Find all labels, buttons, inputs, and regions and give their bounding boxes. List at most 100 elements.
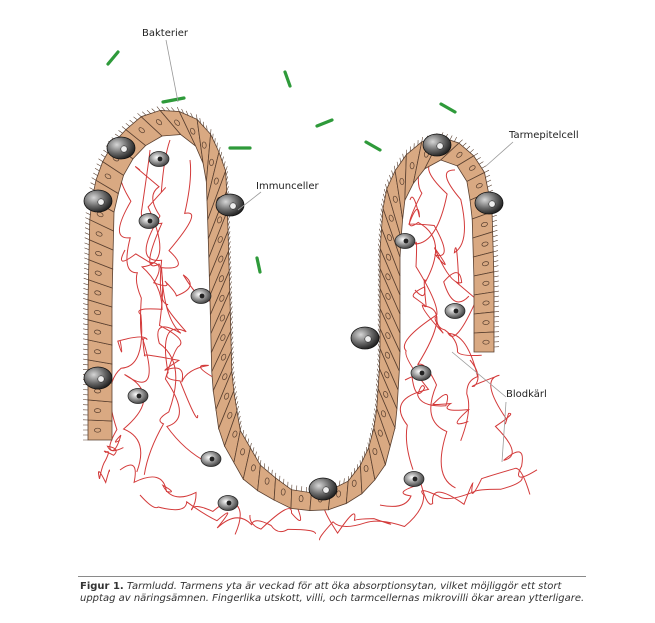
cell-nucleus bbox=[217, 236, 223, 243]
cell-nucleus bbox=[219, 314, 225, 322]
cell-nucleus bbox=[94, 349, 102, 355]
cell-nucleus bbox=[222, 373, 228, 381]
epithelial-cell-icon bbox=[473, 331, 495, 353]
epithelial-cell-icon bbox=[473, 311, 495, 334]
intestinal-villi-diagram: Bakterier Immunceller Tarmepitelcell Blo… bbox=[82, 28, 579, 541]
bacteria-icon bbox=[315, 118, 334, 128]
cell-nucleus bbox=[95, 251, 103, 257]
cell-nucleus bbox=[219, 294, 225, 302]
cell-nucleus bbox=[385, 273, 391, 281]
bacteria-icon bbox=[364, 140, 382, 152]
cell-nucleus bbox=[94, 427, 102, 433]
cell-nucleus bbox=[482, 280, 490, 286]
immune-cell-nucleus bbox=[488, 200, 496, 208]
blood-vessel-icon bbox=[118, 159, 150, 473]
cell-nucleus bbox=[213, 177, 219, 185]
cell-nucleus bbox=[217, 216, 223, 224]
blood-vessel-icon bbox=[412, 286, 482, 356]
blood-vessel-icon bbox=[399, 159, 448, 470]
epithelial-cell-icon bbox=[345, 464, 363, 505]
immune-cell-nucleus bbox=[136, 393, 142, 399]
blood-vessel-icon bbox=[408, 196, 470, 303]
label-epithelial-cell: Tarmepitelcell bbox=[508, 130, 579, 141]
cell-nucleus bbox=[96, 211, 104, 218]
cell-nucleus bbox=[174, 119, 181, 126]
cell-nucleus bbox=[95, 231, 103, 237]
blood-vessel-icon bbox=[117, 336, 223, 383]
blood-vessel-icon bbox=[409, 164, 456, 489]
cell-nucleus bbox=[388, 214, 394, 222]
immune-cell-nucleus bbox=[209, 456, 215, 462]
cell-nucleus bbox=[94, 408, 102, 413]
immune-cell-nucleus bbox=[147, 218, 153, 224]
epithelial-cell-icon bbox=[87, 399, 113, 422]
cell-nucleus bbox=[475, 183, 483, 189]
cell-nucleus bbox=[380, 410, 387, 418]
cell-nucleus bbox=[264, 477, 270, 485]
cell-nucleus bbox=[399, 177, 405, 186]
caption-text: Tarmludd. Tarmens yta är veckad för att … bbox=[80, 581, 585, 604]
immune-cell-nucleus bbox=[120, 145, 128, 153]
caption-divider bbox=[78, 576, 586, 577]
cell-nucleus bbox=[232, 430, 238, 438]
cell-nucleus bbox=[209, 158, 214, 166]
cell-nucleus bbox=[372, 447, 378, 456]
cell-nucleus bbox=[280, 488, 286, 496]
villi-svg: Bakterier Immunceller Tarmepitelcell Blo… bbox=[82, 28, 579, 541]
cell-nucleus bbox=[386, 234, 392, 242]
cell-nucleus bbox=[224, 392, 230, 400]
cell-nucleus bbox=[482, 300, 490, 306]
cell-nucleus bbox=[383, 391, 389, 398]
label-bacteria: Bakterier bbox=[142, 28, 189, 39]
cell-nucleus bbox=[363, 464, 369, 473]
blood-vessel-icon bbox=[404, 374, 471, 425]
bacteria-icon bbox=[106, 50, 120, 66]
cell-nucleus bbox=[480, 221, 488, 228]
label-blood-vessels: Blodkärl bbox=[506, 389, 547, 400]
immune-cell-nucleus bbox=[199, 293, 205, 299]
bacteria-icon bbox=[255, 256, 262, 274]
cell-nucleus bbox=[138, 127, 145, 134]
cell-nucleus bbox=[385, 293, 391, 300]
bacteria-group bbox=[106, 50, 457, 274]
immune-cells bbox=[83, 133, 504, 511]
cell-nucleus bbox=[104, 173, 112, 180]
immune-cell-nucleus bbox=[157, 156, 163, 162]
cell-nucleus bbox=[385, 332, 391, 339]
caption-prefix: Figur 1. bbox=[80, 581, 124, 592]
blood-vessel-icon bbox=[469, 359, 538, 478]
immune-cell-nucleus bbox=[419, 370, 425, 376]
blood-vessel-icon bbox=[379, 467, 531, 507]
cell-nucleus bbox=[336, 490, 341, 498]
epithelial-cell-icon bbox=[473, 271, 495, 296]
cell-nucleus bbox=[94, 310, 102, 315]
immune-cell-nucleus bbox=[97, 198, 105, 206]
cell-nucleus bbox=[94, 270, 102, 276]
immune-cell-nucleus bbox=[436, 142, 444, 150]
cell-nucleus bbox=[218, 275, 224, 283]
blood-vessel-icon bbox=[319, 476, 523, 541]
cell-nucleus bbox=[392, 195, 398, 203]
cell-nucleus bbox=[385, 312, 391, 320]
immune-cell-nucleus bbox=[412, 476, 418, 482]
cell-nucleus bbox=[94, 290, 102, 296]
cell-nucleus bbox=[482, 320, 490, 325]
cell-nucleus bbox=[94, 329, 102, 335]
cell-nucleus bbox=[220, 334, 226, 341]
epithelial-cell-icon bbox=[257, 464, 276, 501]
bacteria-icon bbox=[283, 70, 292, 88]
immune-cell-nucleus bbox=[364, 335, 372, 343]
immune-cell-nucleus bbox=[322, 486, 330, 494]
blood-vessel-icon bbox=[143, 159, 193, 475]
blood-vessel-icon bbox=[98, 434, 122, 484]
epithelial-cell-icon bbox=[87, 419, 113, 441]
immune-cell-nucleus bbox=[453, 308, 459, 314]
cell-nucleus bbox=[482, 261, 489, 267]
cell-nucleus bbox=[201, 141, 207, 149]
blood-vessel-icon bbox=[139, 494, 316, 535]
cell-nucleus bbox=[385, 253, 392, 261]
label-immune-cells: Immunceller bbox=[256, 181, 319, 192]
cell-nucleus bbox=[227, 411, 233, 419]
cell-nucleus bbox=[250, 464, 256, 472]
cell-nucleus bbox=[351, 479, 357, 487]
